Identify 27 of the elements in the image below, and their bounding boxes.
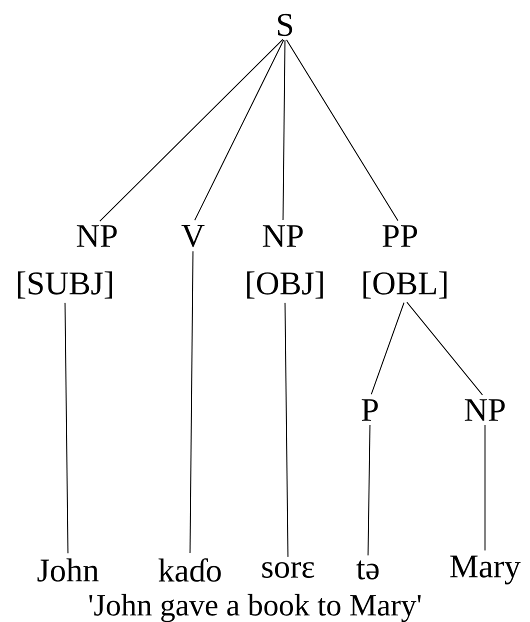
feature-label: [OBJ] (247, 271, 323, 299)
node-label: P (362, 399, 378, 421)
tree-branch (406, 302, 483, 396)
tree-branch (194, 40, 284, 221)
node-label: NP (262, 225, 303, 247)
tree-branch (99, 38, 284, 222)
word: John (38, 558, 99, 582)
tree-branch (368, 424, 370, 556)
feature-label: [SUBJ] (18, 271, 112, 299)
tree-branch (286, 39, 398, 222)
tree-branch (190, 250, 194, 554)
tree-branch (64, 302, 68, 554)
caption: 'John gave a book to Mary' (89, 594, 421, 622)
tree-branch (484, 424, 486, 551)
tree-branch (284, 302, 288, 558)
node-label: NP (76, 225, 117, 247)
node-label: S (278, 14, 292, 36)
tree-branch (370, 302, 404, 395)
node-label: PP (382, 225, 418, 247)
tree-branch (282, 40, 286, 220)
node-label: V (181, 224, 205, 248)
feature-label: [OBL] (363, 271, 447, 299)
word: Mary (450, 556, 521, 584)
node-label: NP (464, 399, 505, 421)
word: kaɗo (158, 558, 221, 582)
word: tə (356, 560, 379, 580)
word: sorɛ (262, 562, 314, 578)
